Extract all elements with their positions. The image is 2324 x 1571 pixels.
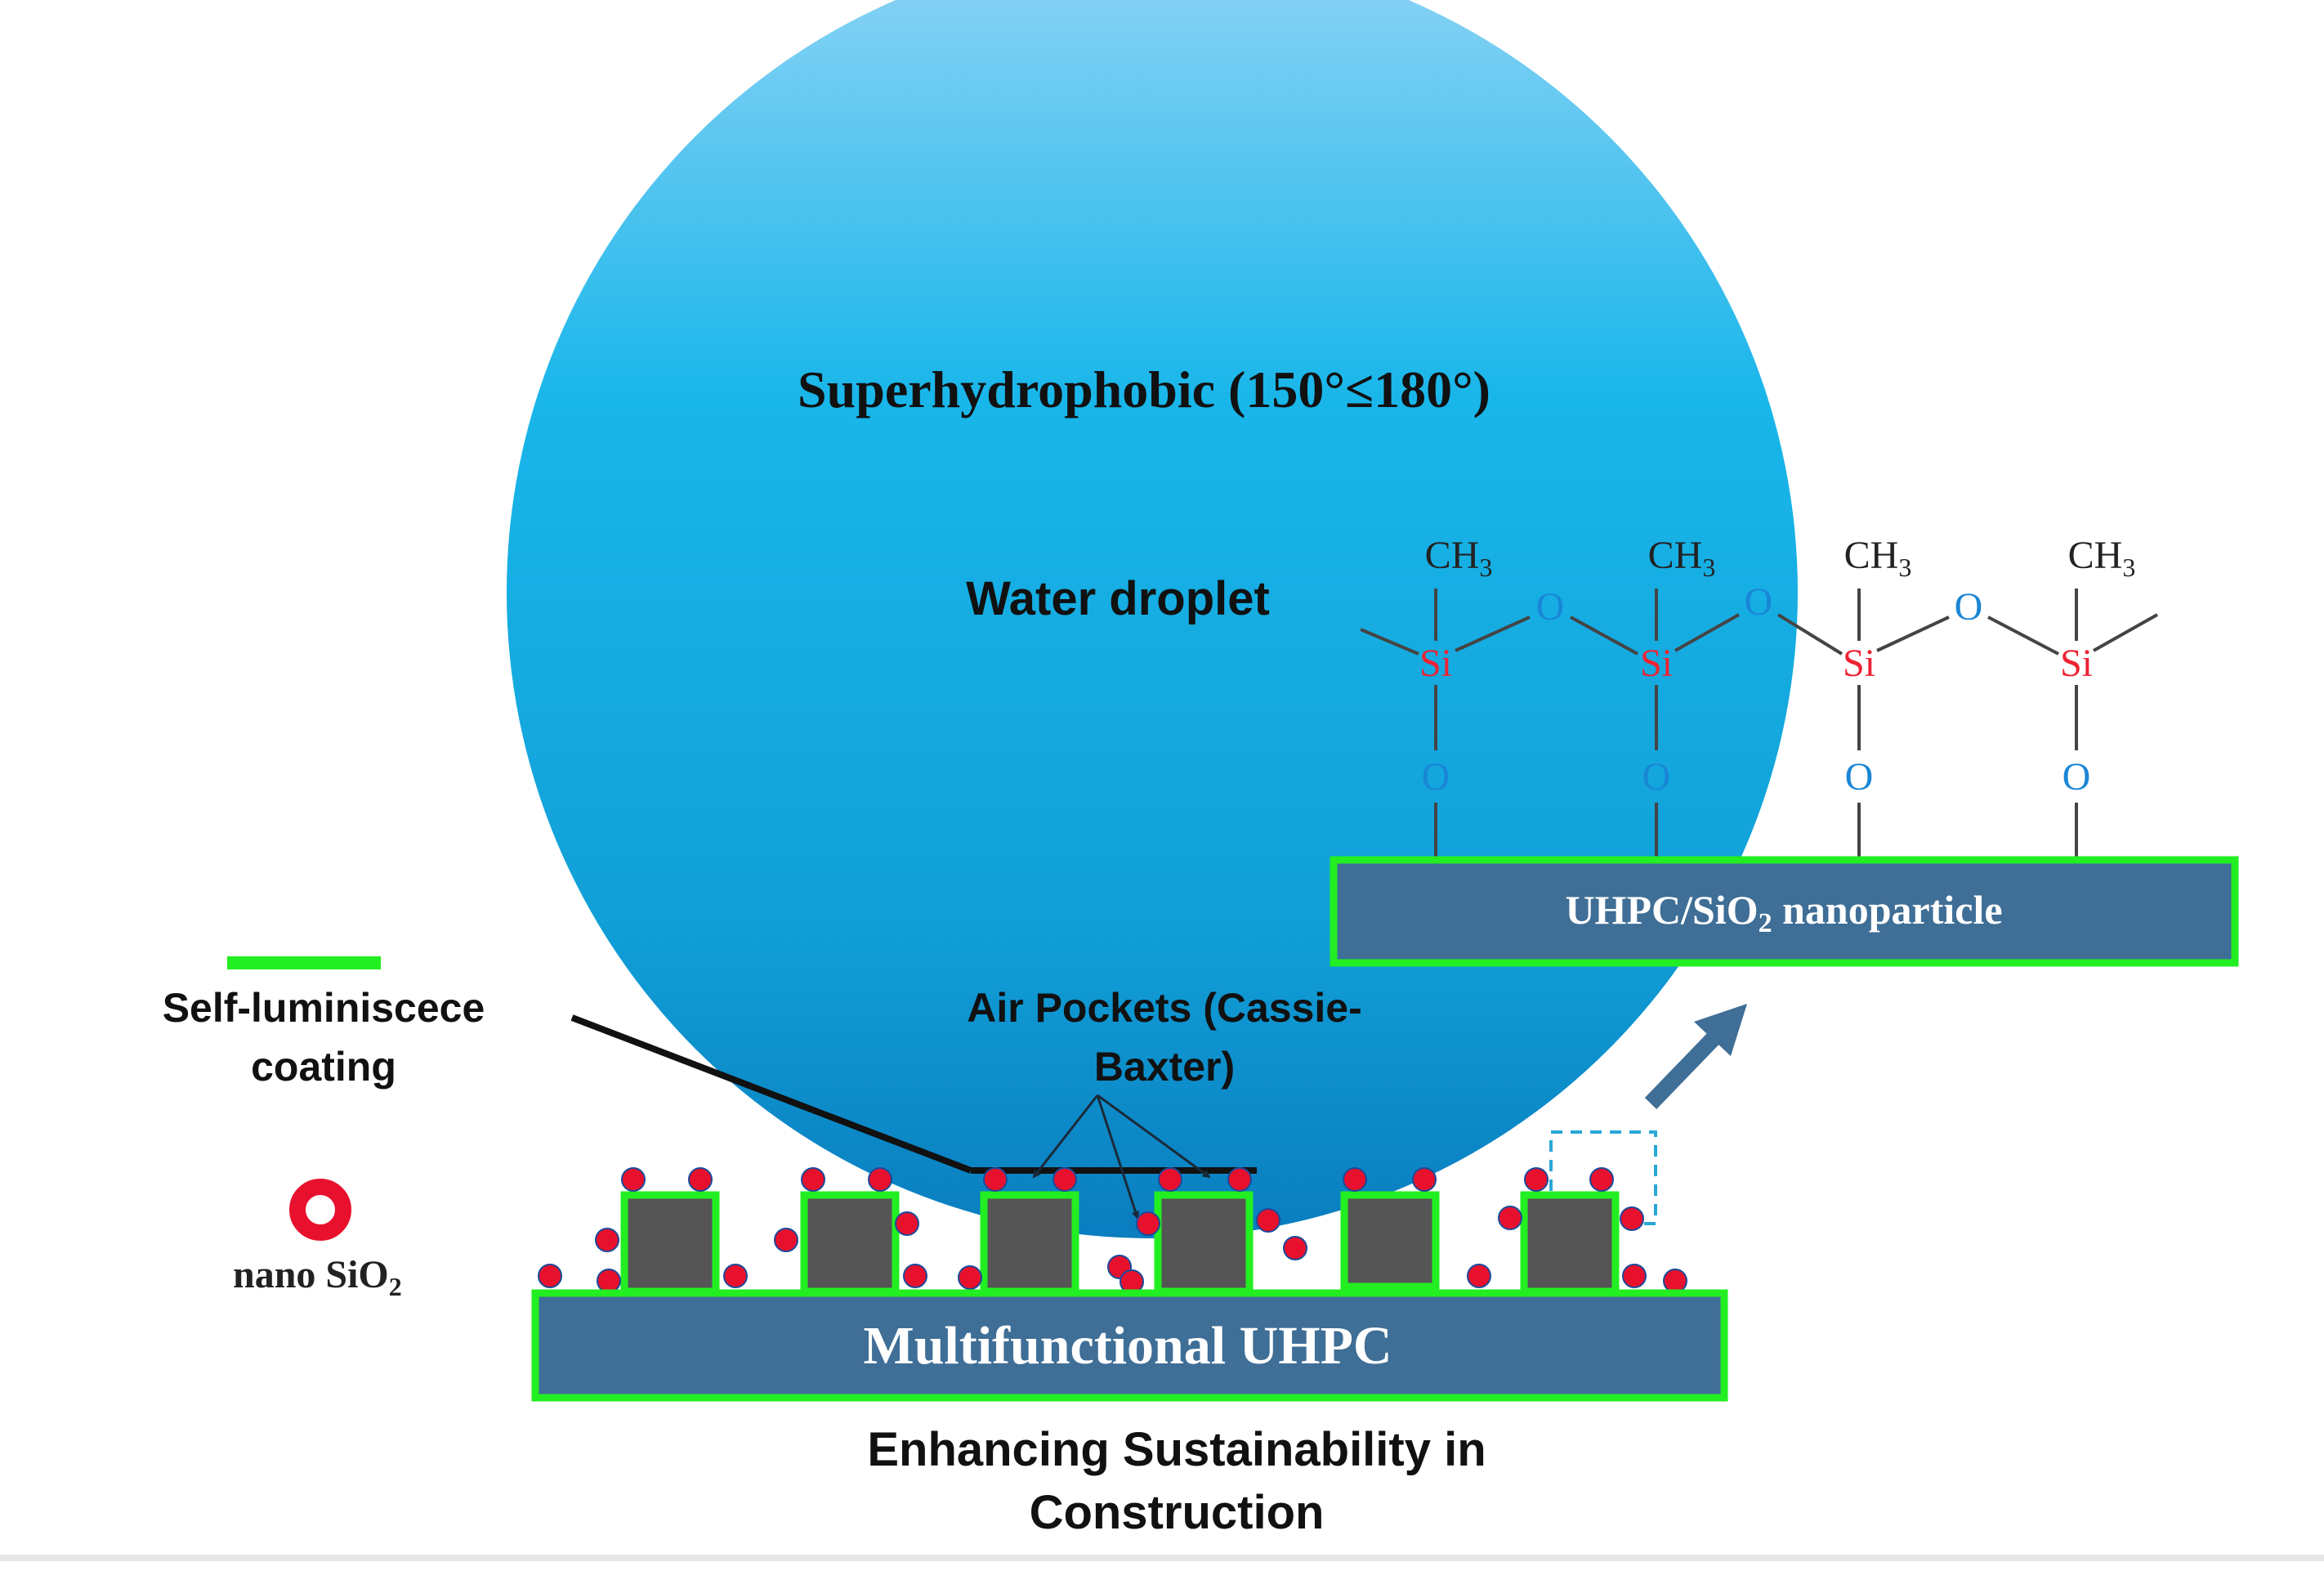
uhpc-substrate-bar [531,1289,1728,1402]
nano-sio2-particle [723,1264,748,1288]
nano-sio2-particle [1467,1264,1491,1288]
air-pockets-label: Baxter) [1094,1044,1235,1090]
caption: Enhancing Sustainability in Construction [867,1423,1486,1539]
coated-grains [620,1191,1620,1296]
nano-sio2-particle [983,1167,1008,1192]
nano-sio2-particle [1343,1167,1367,1192]
nano-sio2-particle [868,1167,892,1192]
caption-line: Enhancing Sustainability in [867,1423,1486,1476]
air-pocket-arrow [1032,1094,1099,1179]
nano-sio2-particle [1498,1206,1522,1230]
coated-grain [1154,1191,1254,1296]
coating-legend-label: Self-luminiscece [163,985,485,1031]
nano-sio2-particle [1053,1167,1077,1192]
nano-sio2-particle [538,1264,562,1288]
silicon-atoms: Si Si Si Si [1419,642,2093,685]
nano-sio2-particle [895,1211,919,1236]
air-pockets-label: Air Pockets (Cassie- [967,985,1362,1031]
methyl-group: CH3 [1425,534,1493,582]
nano-sio2-particle [1256,1208,1280,1233]
bridging-oxygen: O [1745,580,1773,624]
coated-grain [800,1191,900,1296]
silicon-atom: Si [1640,642,1673,685]
contact-angle-label: Superhydrophobic (150°≤180°) [798,360,1490,418]
air-pockets-annotation: Air Pockets (Cassie- Baxter) [967,985,1362,1220]
nano-sio2-legend-icon [289,1179,351,1241]
nano-sio2-legend-label: nano SiO2 [233,1253,402,1301]
nano-sio2-particle [621,1167,646,1192]
nano-sio2-particle [1622,1264,1647,1288]
zoom-panel: CH3 CH3 CH3 CH3 Si Si Si Si O O O O O O … [1330,534,2239,967]
methyl-group: CH3 [1844,534,1912,582]
methyl-group: CH3 [2068,534,2136,582]
water-droplet-label: Water droplet [966,572,1270,625]
bridging-oxygen: O [1955,585,1983,629]
nano-sio2-particle [1227,1167,1252,1192]
nano-sio2-particle [1412,1167,1437,1192]
anchor-oxygen: O [1422,755,1450,799]
methyl-groups: CH3 CH3 CH3 CH3 [1425,534,2136,582]
nano-sio2-particle [903,1264,927,1288]
nano-sio2-particle [1589,1167,1614,1192]
air-pocket-arrow [1096,1094,1140,1220]
nano-sio2-particle [595,1228,619,1252]
nano-sio2-particle [1620,1206,1644,1231]
coated-grain [1520,1191,1620,1296]
nano-sio2-particle [774,1228,798,1252]
uhpc-substrate: Multifunctional UHPC [531,1289,1728,1402]
zoom-arrow [1644,1004,1747,1109]
zoom-substrate-bar [1330,856,2239,967]
nano-sio2-particle [1283,1236,1307,1260]
nano-sio2-particle [1663,1269,1687,1293]
coating-legend-label: coating [251,1044,396,1090]
methyl-group: CH3 [1648,534,1716,582]
nano-sio2-particles [538,1167,1687,1294]
oxygen-atoms: O O O O O O O [1422,580,2091,799]
nano-sio2-particle [1136,1211,1160,1236]
siloxane-bonds [1360,589,2158,860]
nano-sio2-particle [597,1269,621,1293]
silicon-atom: Si [1419,642,1452,685]
nano-sio2-particle [801,1167,825,1192]
anchor-oxygen: O [1845,755,1874,799]
nano-sio2-particle [1158,1167,1182,1192]
anchor-oxygen: O [1642,755,1671,799]
bridging-oxygen: O [1536,585,1565,629]
caption-line: Construction [1030,1486,1325,1539]
nano-sio2-particle [1524,1167,1549,1192]
coated-grain [1340,1191,1440,1291]
anchor-oxygen: O [2063,755,2091,799]
silicon-atom: Si [2060,642,2093,685]
legend: Self-luminiscece coating nano SiO2 [163,956,485,1301]
coated-grain [620,1191,720,1296]
silicon-atom: Si [1843,642,1875,685]
coated-grain [980,1191,1079,1296]
nano-sio2-particle [958,1265,982,1290]
air-pocket-arrow [1097,1094,1211,1179]
nano-sio2-particle [688,1167,713,1192]
uhpc-substrate-label: Multifunctional UHPC [863,1316,1392,1376]
zoom-substrate-label: UHPC/SiO2 nanoparticle [1565,887,2002,938]
